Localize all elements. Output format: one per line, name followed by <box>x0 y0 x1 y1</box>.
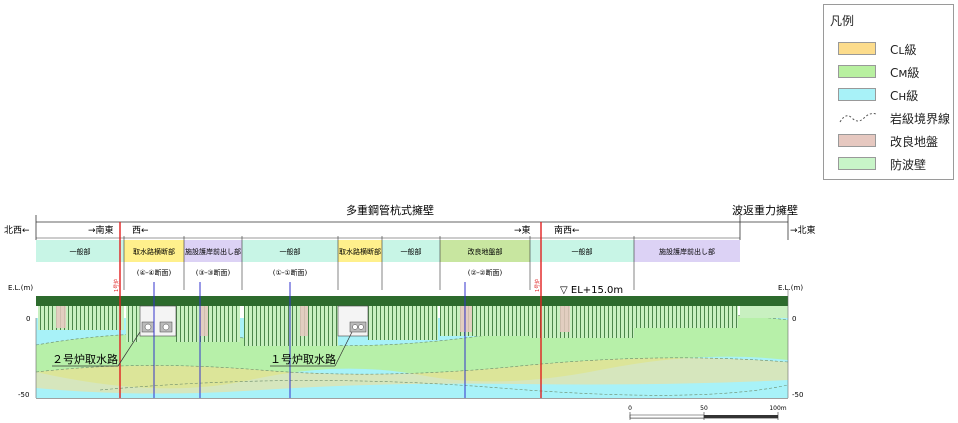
pile-wall <box>36 296 788 346</box>
minus50-label-right: -50 <box>792 391 803 399</box>
segment-label-1: 一般部 <box>70 247 91 256</box>
segment-band-1 <box>36 240 124 262</box>
segment-band-3 <box>184 240 242 262</box>
red-line-label-1: 1号炉 <box>113 279 120 292</box>
el-marker: ▽ EL+15.0m <box>560 285 623 296</box>
legend-swatch-improved <box>838 134 876 147</box>
intake-label-2: ２号炉取水路 <box>52 353 118 366</box>
legend-label-improved: 改良地盤 <box>890 135 939 149</box>
segment-band-8 <box>530 240 634 262</box>
zero-label-right: 0 <box>792 315 796 323</box>
legend-label-cl: Cʟ級 <box>890 43 917 57</box>
zero-label-left: 0 <box>26 315 30 323</box>
legend-label-cm: Cᴍ級 <box>890 66 920 80</box>
segment-label-7: 改良地盤部 <box>468 247 503 256</box>
cross-section-drawing: 多重鋼管杭式擁壁 波返重力擁壁 北西← →南東 西← →東 南西← →北東 一般… <box>4 203 816 420</box>
segment-band-2 <box>124 240 184 262</box>
legend: 凡例 Cʟ級 Cᴍ級 Cʜ級 岩級境界線 改良地盤 防波壁 <box>823 4 954 180</box>
legend-swatch-cl <box>838 42 876 55</box>
section-label-3: (③-③断面) <box>196 268 231 277</box>
intake-label-1: １号炉取水路 <box>270 353 336 366</box>
dimension-lines <box>35 215 789 240</box>
segment-label-2: 取水路横断部 <box>133 247 175 256</box>
red-line-label-2: 1号炉 <box>534 279 541 292</box>
legend-item-wall: 防波壁 <box>838 156 953 172</box>
minus50-label-left: -50 <box>18 391 29 399</box>
legend-label-boundary: 岩級境界線 <box>890 112 951 126</box>
main-title: 多重鋼管杭式擁壁 <box>346 203 434 217</box>
legend-item-improved: 改良地盤 <box>838 133 953 149</box>
legend-item-boundary: 岩級境界線 <box>838 110 953 126</box>
legend-swatch-wall <box>838 157 876 170</box>
direction-se: →南東 <box>88 224 114 236</box>
legend-swatch-cm <box>838 65 876 78</box>
segment-band-4 <box>242 240 338 262</box>
scale-label-50: 50 <box>700 405 708 412</box>
section-label-4: (④-④断面) <box>137 268 172 277</box>
el-label-left: E.L.(m) <box>8 284 33 292</box>
boundary-line-icon <box>839 113 877 123</box>
legend-label-wall: 防波壁 <box>890 158 927 172</box>
legend-title: 凡例 <box>830 14 855 28</box>
segment-label-5: 取水路横断部 <box>339 247 381 256</box>
scale-bar <box>629 412 779 420</box>
section-label-1: (①-①断面) <box>273 268 308 277</box>
section-lines <box>153 282 466 398</box>
segment-band-6 <box>382 240 440 262</box>
segment-label-3: 施設護岸前出し部 <box>185 247 241 256</box>
section-label-2: (②-②断面) <box>468 268 503 277</box>
legend-item-ch: Cʜ級 <box>838 87 953 103</box>
legend-item-cl: Cʟ級 <box>838 41 953 57</box>
legend-item-cm: Cᴍ級 <box>838 64 953 80</box>
segment-label-8: 一般部 <box>572 247 593 256</box>
segment-label-6: 一般部 <box>401 247 422 256</box>
right-title: 波返重力擁壁 <box>732 203 798 217</box>
segment-bands <box>36 236 740 290</box>
direction-nw: 北西← <box>4 225 30 236</box>
direction-sw: 南西← <box>554 224 580 236</box>
scale-label-100: 100m <box>769 405 786 412</box>
segment-band-7 <box>440 240 530 262</box>
el-label-right: E.L.(m) <box>778 284 803 292</box>
direction-west: 西← <box>132 225 149 236</box>
direction-ne: →北東 <box>790 224 816 236</box>
segment-band-5 <box>338 240 382 262</box>
scale-label-0: 0 <box>628 405 632 412</box>
legend-label-ch: Cʜ級 <box>890 89 919 103</box>
legend-swatch-ch <box>838 88 876 101</box>
segment-label-4: 一般部 <box>280 247 301 256</box>
segment-label-9: 施設護岸前出し部 <box>659 247 715 256</box>
segment-band-9 <box>634 240 740 262</box>
direction-east: →東 <box>514 224 531 236</box>
